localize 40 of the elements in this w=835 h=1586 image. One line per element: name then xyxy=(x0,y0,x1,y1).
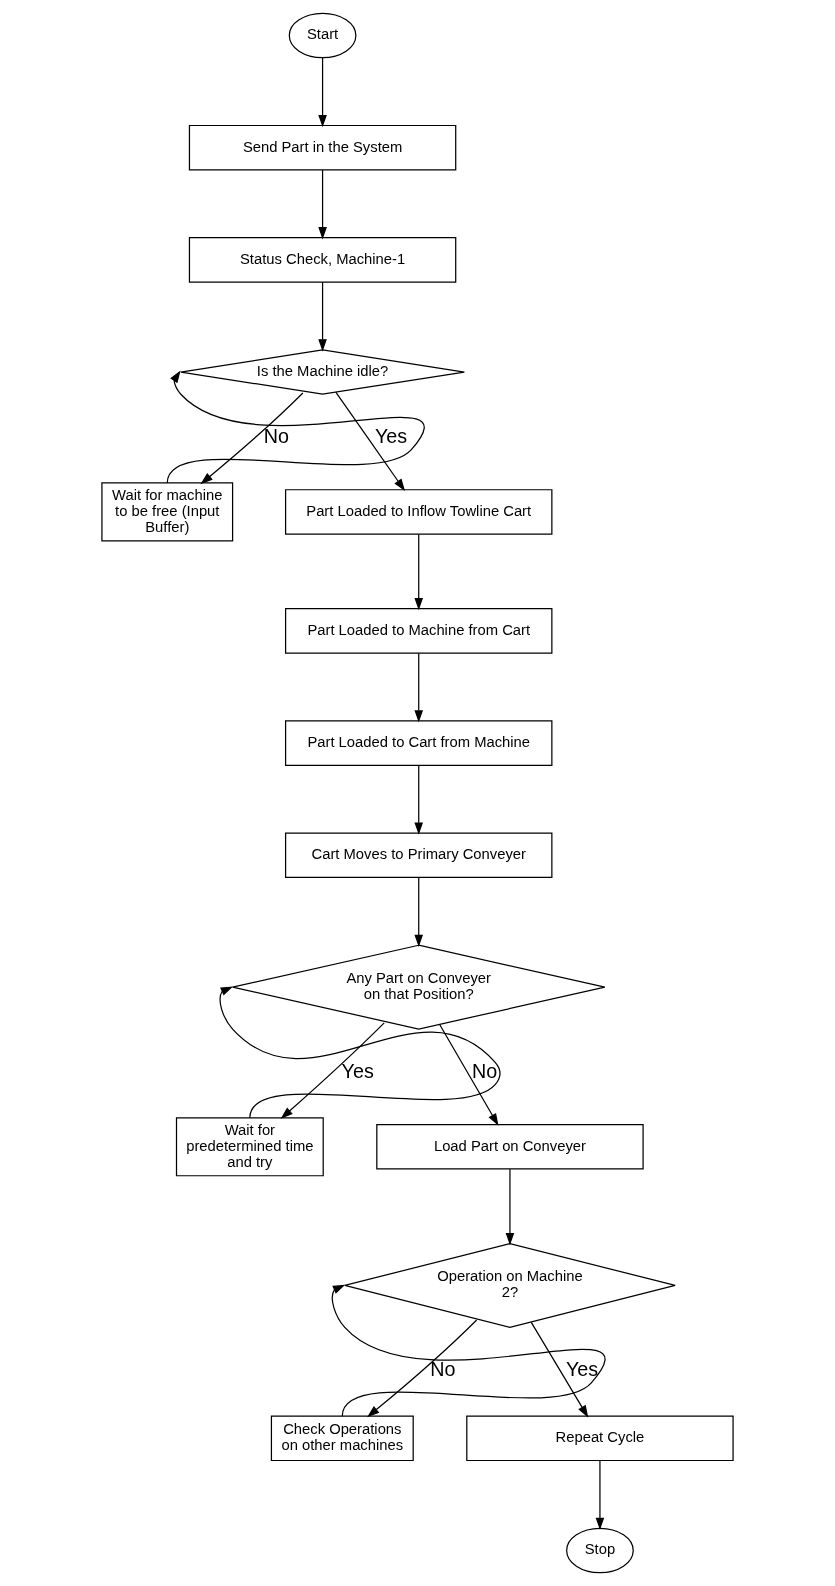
edge-label: Yes xyxy=(341,1060,374,1083)
node-box: Part Loaded to Machine from Cart xyxy=(285,608,553,654)
arrow xyxy=(595,1460,605,1531)
node-diamond: Is the Machine idle? xyxy=(180,349,465,395)
node-diamond: Operation on Machine 2? xyxy=(344,1242,676,1328)
arrow xyxy=(318,169,327,240)
node-box: Send Part in the System xyxy=(188,124,457,171)
node-box: Load Part on Conveyer xyxy=(376,1123,644,1170)
arrow xyxy=(367,1319,478,1418)
arrow xyxy=(439,1023,499,1126)
arrow xyxy=(530,1321,589,1418)
node-box: Check Operations on other machines xyxy=(270,1415,414,1462)
arrow xyxy=(280,1022,385,1119)
node-box: Status Check, Machine-1 xyxy=(188,237,457,283)
arrow xyxy=(219,986,501,1119)
node-box: Wait for predetermined time and try xyxy=(175,1117,324,1177)
node-box: Part Loaded to Inflow Towline Cart xyxy=(285,489,553,535)
arrow xyxy=(414,652,424,723)
node-box: Part Loaded to Cart from Machine xyxy=(285,720,553,766)
arrow xyxy=(166,370,424,484)
arrow xyxy=(505,1168,515,1246)
arrow xyxy=(335,391,405,492)
arrow xyxy=(414,877,424,947)
node-ellipse: Start xyxy=(288,12,357,59)
edge-label: Yes xyxy=(374,425,408,448)
node-box: Cart Moves to Primary Conveyer xyxy=(285,832,553,879)
arrow xyxy=(414,764,424,835)
edge-label: No xyxy=(430,1358,456,1381)
edge-label: No xyxy=(263,425,289,448)
arrow xyxy=(318,57,327,128)
arrow xyxy=(331,1284,605,1417)
node-box: Wait for machine to be free (Input Buffer) xyxy=(101,482,234,542)
node-ellipse: Stop xyxy=(566,1527,634,1574)
edge-label: No xyxy=(472,1060,498,1083)
node-box: Repeat Cycle xyxy=(466,1415,734,1462)
arrow xyxy=(318,281,327,352)
arrow xyxy=(414,533,424,611)
node-diamond: Any Part on Conveyer on that Position? xyxy=(232,944,606,1030)
arrow xyxy=(200,392,304,485)
edge-label: Yes xyxy=(565,1358,599,1381)
